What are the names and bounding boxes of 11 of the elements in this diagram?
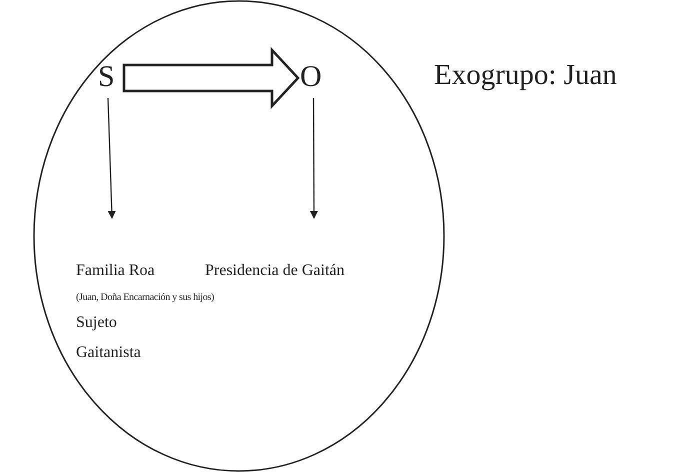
- node-label: S: [98, 60, 115, 93]
- heading-text: Exogrupo: Juan: [434, 58, 617, 92]
- label-text: Sujeto: [76, 313, 117, 333]
- node-label: Familia Roa: [76, 262, 155, 279]
- block-arrow: [122, 46, 300, 110]
- label-text: Gaitanista: [76, 343, 141, 363]
- arrow: [310, 98, 318, 219]
- node-label: O: [300, 60, 322, 93]
- node-label: Presidencia de Gaitán: [205, 262, 344, 279]
- note-text: (Juan, Doña Encarnación y sus hijos): [76, 291, 214, 305]
- arrow: [107, 98, 116, 219]
